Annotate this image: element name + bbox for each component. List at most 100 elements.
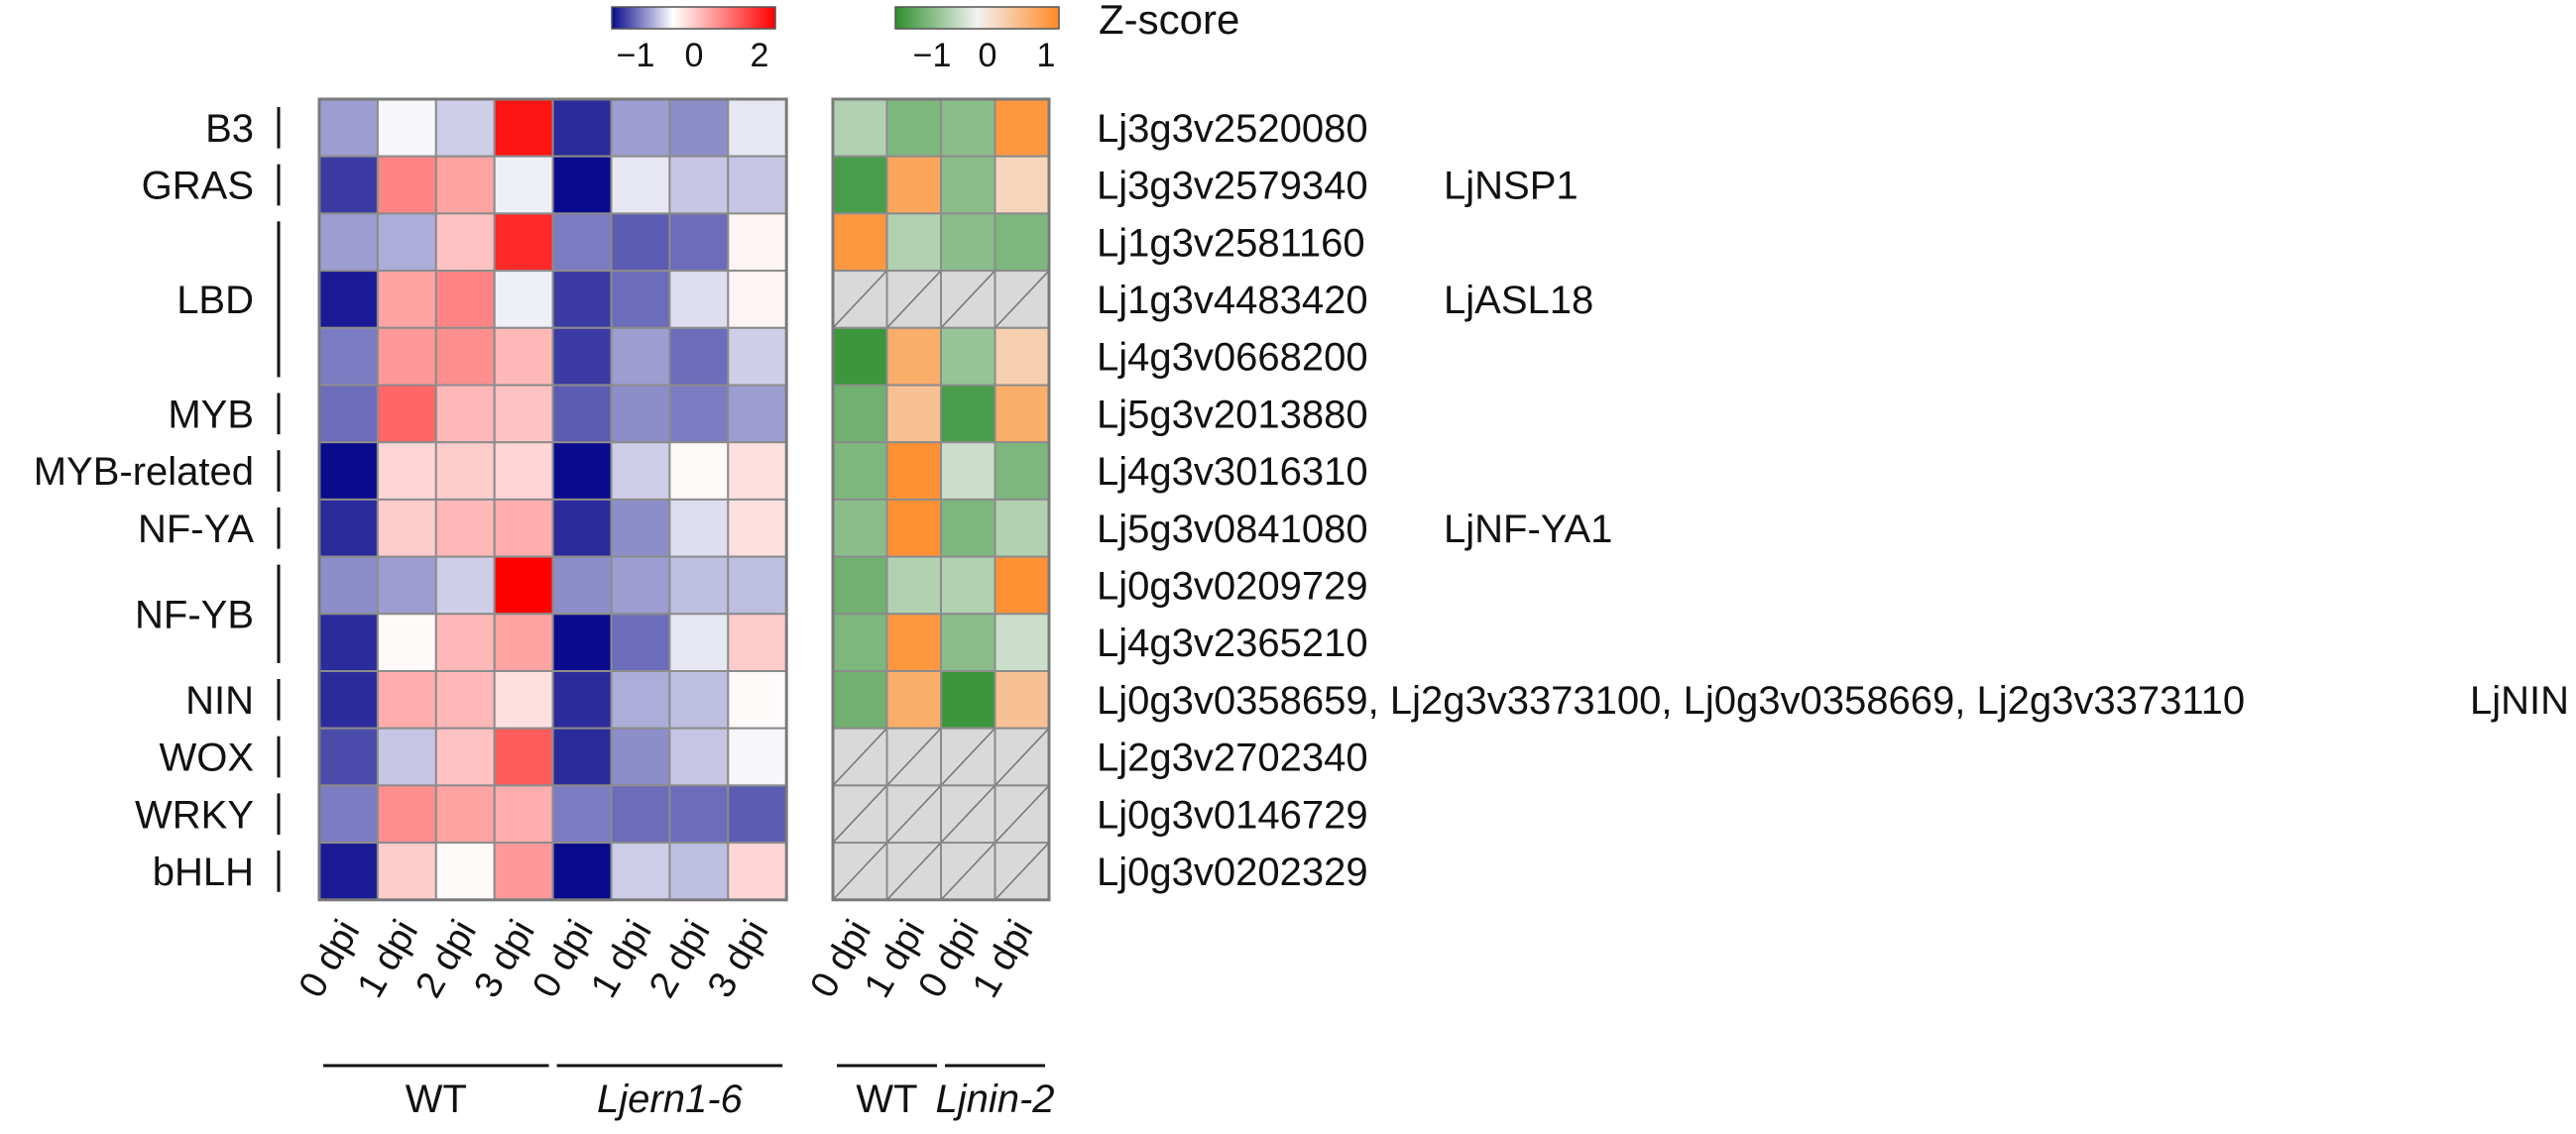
cell-right-r1-c0 — [832, 155, 888, 215]
cell-right-r5-c2 — [940, 384, 996, 444]
cell-left-r5-c2 — [434, 384, 496, 444]
cell-na-slash — [885, 784, 942, 844]
cell-left-r5-c4 — [551, 384, 613, 444]
cell-right-r5-c3 — [994, 384, 1050, 444]
cell-left-r0-c4 — [551, 98, 613, 158]
cell-left-r3-c2 — [434, 270, 496, 329]
cell-right-r10-c0 — [832, 670, 888, 730]
cell-left-r2-c4 — [551, 212, 613, 273]
cell-right-r8-c1 — [885, 555, 942, 616]
cell-left-r7-c2 — [434, 498, 496, 558]
cell-left-r7-c6 — [668, 498, 730, 558]
cell-left-r1-c5 — [610, 155, 671, 215]
legend-right-tick-1: 0 — [979, 37, 997, 74]
cell-left-r4-c2 — [434, 326, 496, 387]
cell-right-r7-c0 — [832, 498, 888, 558]
cell-left-r1-c1 — [376, 155, 437, 215]
cell-left-r9-c1 — [376, 613, 437, 672]
cell-left-r8-c6 — [668, 555, 730, 616]
column-label-left: 1 dpi — [583, 913, 660, 1004]
column-label-left: 2 dpi — [408, 913, 485, 1004]
cell-left-r11-c1 — [376, 727, 437, 787]
column-label-left: 0 dpi — [525, 913, 602, 1004]
cell-left-r4-c0 — [318, 326, 379, 387]
cell-right-r10-c3 — [994, 670, 1050, 730]
cell-left-r6-c1 — [376, 441, 437, 501]
legend-right: −1 0 1 Z-score — [894, 0, 1239, 74]
cell-left-r10-c0 — [318, 670, 379, 730]
cell-left-r9-c0 — [318, 613, 379, 672]
family-label: WOX — [159, 737, 254, 780]
cell-left-r4-c4 — [551, 326, 613, 387]
cell-left-r11-c3 — [493, 727, 554, 787]
cell-na-slash — [832, 270, 888, 329]
cell-left-r7-c7 — [727, 498, 788, 558]
cell-left-r3-c4 — [551, 270, 613, 329]
cell-left-r8-c1 — [376, 555, 437, 616]
cell-right-r2-c0 — [832, 212, 888, 273]
cell-left-r9-c2 — [434, 613, 496, 672]
cell-right-r4-c2 — [940, 326, 996, 387]
cell-left-r10-c1 — [376, 670, 437, 730]
cell-right-r9-c3 — [994, 613, 1050, 672]
family-label: MYB — [168, 393, 254, 436]
cell-na-slash — [994, 270, 1050, 329]
column-label-right: 1 dpi — [965, 913, 1042, 1004]
family-label: NF-YA — [138, 508, 254, 551]
gene-id-label: Lj5g3v2013880 — [1097, 393, 1368, 436]
cell-na-slash — [940, 728, 996, 786]
column-label-left: 2 dpi — [642, 913, 719, 1004]
legend-left-tick-2: 2 — [751, 37, 769, 74]
cell-right-r10-c1 — [885, 670, 942, 730]
legend-left-colorbar — [611, 6, 776, 30]
cell-left-r5-c7 — [727, 384, 788, 444]
cell-left-r3-c3 — [493, 270, 554, 329]
gene-id-label: Lj4g3v3016310 — [1097, 450, 1368, 494]
cell-left-r0-c3 — [493, 98, 554, 158]
cell-left-r13-c5 — [610, 842, 671, 901]
cell-na-slash — [885, 270, 942, 329]
cell-left-r8-c3 — [493, 555, 554, 616]
cell-left-r11-c4 — [551, 727, 613, 787]
cell-left-r11-c2 — [434, 727, 496, 787]
cell-left-r2-c1 — [376, 212, 437, 273]
cell-left-r4-c5 — [610, 326, 671, 387]
legend-right-tick-0: −1 — [913, 37, 952, 74]
legend-right-colorbar — [894, 6, 1060, 30]
cell-right-r9-c2 — [940, 613, 996, 672]
cell-right-r2-c1 — [885, 212, 942, 273]
cell-left-r7-c5 — [610, 498, 671, 558]
family-label: GRAS — [142, 165, 254, 208]
cell-left-r10-c3 — [493, 670, 554, 730]
cell-left-r12-c0 — [318, 784, 379, 845]
legend-left-tick-1: 0 — [685, 37, 704, 74]
column-label-left: 1 dpi — [350, 913, 427, 1004]
cell-left-r8-c0 — [318, 555, 379, 616]
cell-right-r7-c2 — [940, 498, 996, 558]
cell-left-r12-c2 — [434, 784, 496, 845]
gene-alias-label: LjASL18 — [1444, 279, 1593, 322]
legend-right-tick-2: 1 — [1037, 37, 1056, 74]
gene-id-label: Lj2g3v2702340 — [1097, 737, 1368, 780]
cell-left-r4-c7 — [727, 326, 788, 387]
cell-left-r8-c7 — [727, 555, 788, 616]
cell-left-r12-c6 — [668, 784, 730, 845]
cell-na-slash — [885, 842, 942, 901]
cell-left-r13-c3 — [493, 842, 554, 901]
cell-left-r0-c5 — [610, 98, 671, 158]
cell-left-r2-c3 — [493, 212, 554, 273]
cell-right-r2-c2 — [940, 212, 996, 273]
column-label-left: 3 dpi — [466, 913, 543, 1004]
cell-left-r3-c7 — [727, 270, 788, 329]
cell-left-r1-c7 — [727, 155, 788, 215]
panel-right-frame — [831, 97, 1051, 902]
legend-title: Z-score — [1099, 0, 1239, 43]
gene-id-label: Lj0g3v0209729 — [1097, 564, 1368, 608]
cell-left-r9-c7 — [727, 613, 788, 672]
cell-right-r4-c3 — [994, 326, 1050, 387]
heatmap-right-cells — [831, 97, 1051, 902]
cell-left-r12-c5 — [610, 784, 671, 845]
gene-alias-label: LjNIN — [2470, 679, 2569, 723]
cell-na-slash — [994, 728, 1050, 786]
